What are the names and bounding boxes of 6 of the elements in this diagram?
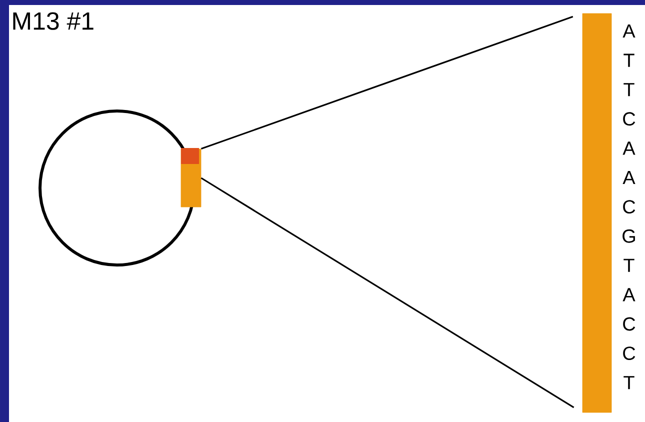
- connector-line: [200, 177, 574, 408]
- connector-line: [200, 16, 574, 150]
- title: M13 #1: [13, 12, 94, 30]
- sequence-bar: [582, 13, 612, 413]
- plasmid-circle: [38, 110, 196, 266]
- insert-segment: [180, 148, 202, 208]
